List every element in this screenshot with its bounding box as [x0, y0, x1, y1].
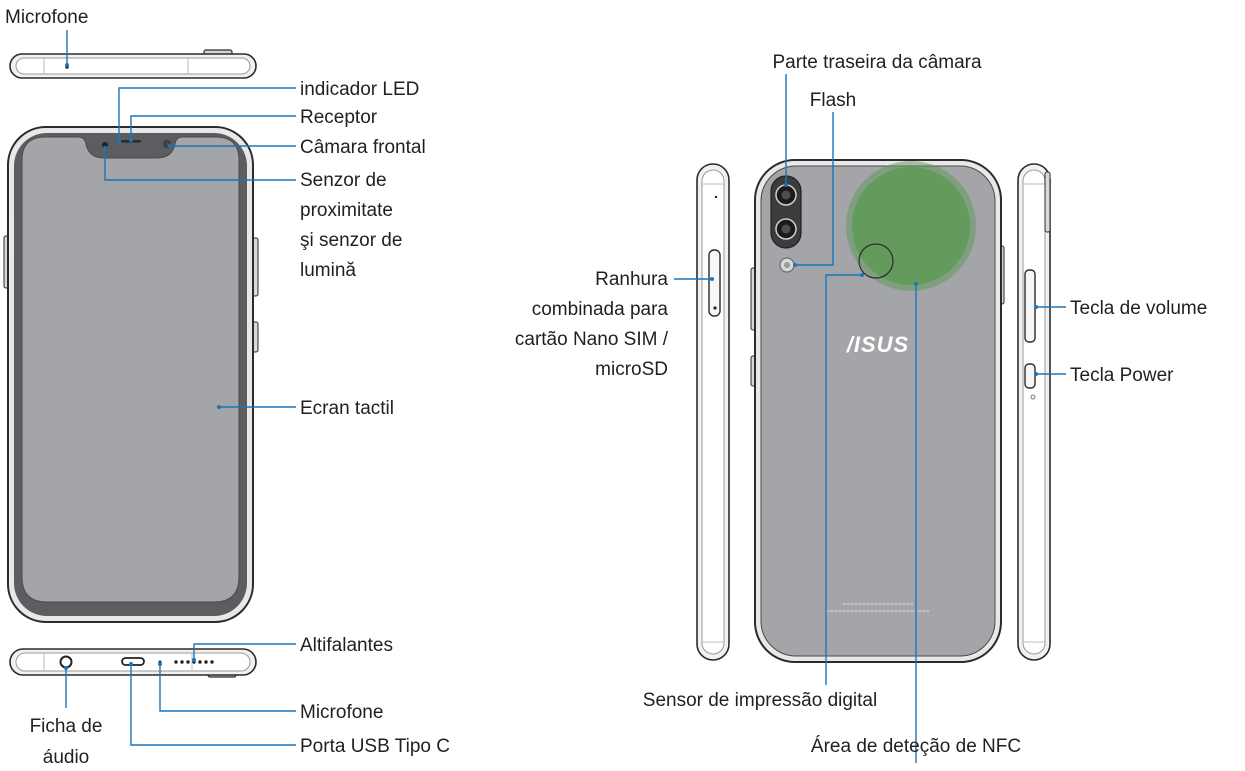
- phone-top-edge: [9, 49, 257, 79]
- label-proximity-sensor-line-1: Senzor de: [300, 170, 387, 191]
- leader-flash: [795, 112, 834, 266]
- label-sim-slot-line-4: microSD: [595, 359, 668, 380]
- leader-receiver: [130, 115, 296, 140]
- label-proximity-sensor-line-3: şi senzor de: [300, 230, 402, 251]
- label-fingerprint: Sensor de impressão digital: [643, 690, 877, 711]
- sim-tray: [708, 249, 721, 317]
- label-usb-port: Porta USB Tipo C: [300, 736, 450, 757]
- label-nfc: Área de deteção de NFC: [811, 736, 1021, 757]
- phone-left-side: [696, 163, 730, 661]
- label-audio-jack-line-2: áudio: [43, 747, 90, 768]
- usb-c-port: [121, 657, 145, 666]
- label-sim-slot-line-3: cartão Nano SIM /: [515, 329, 669, 350]
- front-screen: [21, 136, 240, 603]
- back-panel: [760, 165, 996, 657]
- label-proximity-sensor-line-2: proximitate: [300, 200, 393, 221]
- label-volume-key: Tecla de volume: [1070, 298, 1207, 319]
- phone-bottom-edge: [9, 648, 257, 678]
- volume-key: [1024, 269, 1036, 343]
- label-front-camera: Câmara frontal: [300, 137, 426, 158]
- audio-jack-hole: [59, 655, 73, 669]
- phone-front: [3, 126, 259, 623]
- fingerprint-sensor: [858, 243, 894, 279]
- asus-logo: /ISUS: [846, 332, 909, 357]
- label-power-key: Tecla Power: [1070, 365, 1174, 386]
- label-sim-slot-line-2: combinada para: [532, 299, 669, 320]
- label-led-indicator: indicador LED: [300, 79, 419, 100]
- phone-right-side: [1017, 163, 1051, 661]
- proximity-sensor: [102, 142, 108, 148]
- label-proximity-sensor-line-4: lumină: [300, 260, 356, 281]
- label-touch-screen: Ecran tactil: [300, 398, 394, 419]
- label-speakers: Altifalantes: [300, 635, 393, 656]
- leader-proximity-sensor: [104, 148, 296, 181]
- leader-fingerprint: [825, 274, 862, 685]
- leader-usb-port: [130, 664, 296, 746]
- label-sim-slot-line-1: Ranhura: [595, 269, 668, 290]
- label-audio-jack-line-1: Ficha de: [30, 716, 103, 737]
- leader-led-indicator: [118, 87, 296, 141]
- leader-speakers: [193, 643, 296, 660]
- label-receiver: Receptor: [300, 107, 378, 128]
- label-bottom-microphone: Microfone: [300, 702, 383, 723]
- label-rear-camera: Parte traseira da câmara: [772, 52, 982, 73]
- phone-back: /ISUS: [750, 159, 1005, 663]
- power-key: [1024, 363, 1036, 389]
- leader-bottom-microphone: [159, 664, 296, 712]
- leader-lines: [64, 30, 1066, 763]
- label-top-microphone: Microfone: [5, 7, 88, 28]
- label-flash: Flash: [810, 90, 856, 111]
- labels: Microfone indicador LED Receptor Câmara …: [5, 7, 1207, 768]
